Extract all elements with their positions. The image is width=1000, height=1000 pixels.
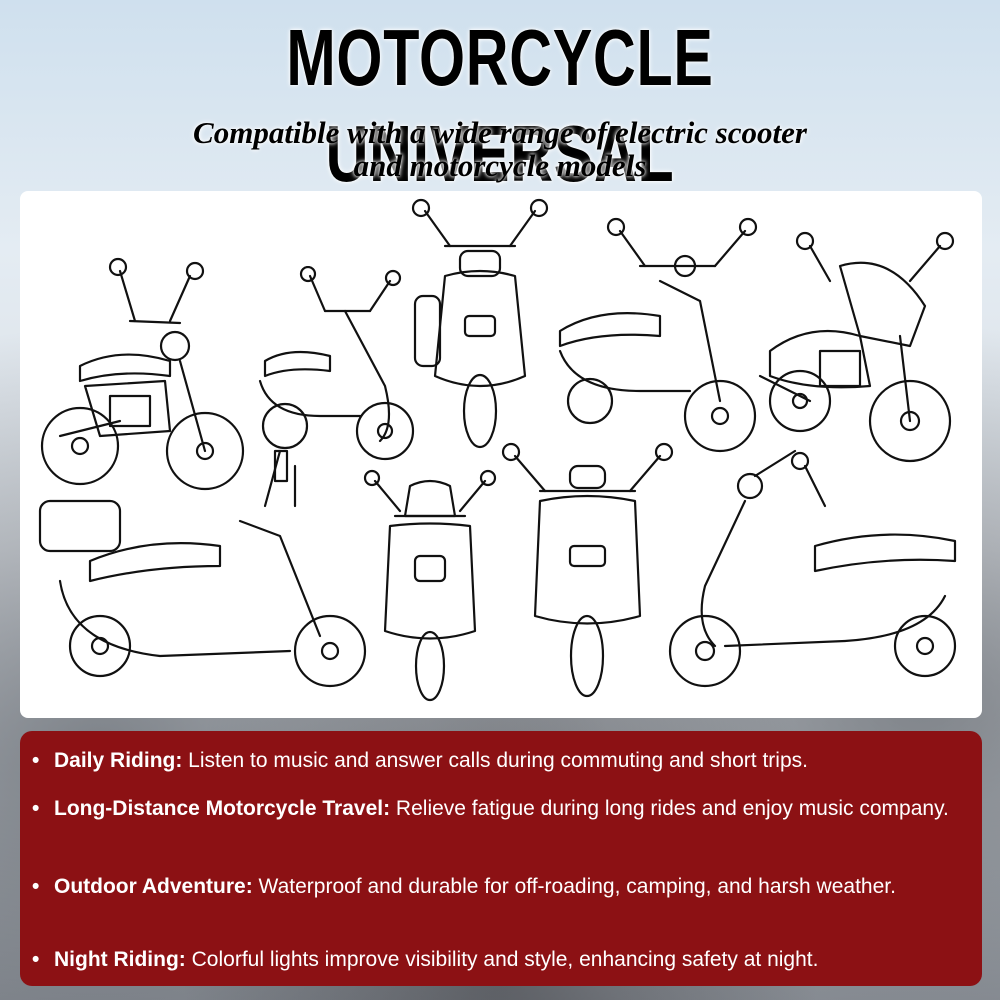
feature-item: • Daily Riding: Listen to music and answ… bbox=[32, 746, 954, 776]
bullet-icon: • bbox=[32, 948, 40, 971]
feature-item: • Night Riding: Colorful lights improve … bbox=[32, 945, 954, 975]
scooter-icon bbox=[411, 198, 549, 449]
vehicle-gallery bbox=[20, 191, 982, 718]
feature-label: Daily Riding: bbox=[54, 749, 183, 772]
features-panel: • Daily Riding: Listen to music and answ… bbox=[20, 731, 982, 986]
scooter-icon bbox=[38, 449, 367, 688]
scooter-icon bbox=[558, 217, 758, 453]
feature-label: Night Riding: bbox=[54, 948, 186, 971]
scooter-icon bbox=[258, 266, 415, 461]
feature-text: Waterproof and durable for off-roading, … bbox=[252, 875, 896, 898]
bullet-icon: • bbox=[32, 875, 40, 898]
page-title: MOTORCYCLE UNIVERSAL bbox=[286, 13, 714, 198]
scooter-icon bbox=[668, 449, 957, 688]
subtitle-line-2: and motorcycle models bbox=[353, 148, 647, 183]
feature-text: Colorful lights improve visibility and s… bbox=[185, 948, 819, 971]
bullet-icon: • bbox=[32, 749, 40, 772]
bullet-icon: • bbox=[32, 797, 40, 820]
sport-motorcycle-icon bbox=[758, 231, 955, 463]
motorcycle-icon bbox=[40, 257, 245, 491]
subtitle-line-1: Compatible with a wide range of electric… bbox=[193, 115, 807, 150]
feature-item: • Long-Distance Motorcycle Travel: Relie… bbox=[32, 794, 954, 824]
scooter-icon bbox=[501, 442, 674, 698]
scooter-icon bbox=[363, 469, 497, 702]
page-subtitle: Compatible with a wide range of electric… bbox=[80, 116, 920, 182]
feature-label: Outdoor Adventure: bbox=[54, 875, 253, 898]
feature-text: Listen to music and answer calls during … bbox=[182, 749, 808, 772]
feature-text: Relieve fatigue during long rides and en… bbox=[390, 797, 949, 820]
feature-label: Long-Distance Motorcycle Travel: bbox=[54, 797, 391, 820]
feature-item: • Outdoor Adventure: Waterproof and dura… bbox=[32, 872, 954, 902]
